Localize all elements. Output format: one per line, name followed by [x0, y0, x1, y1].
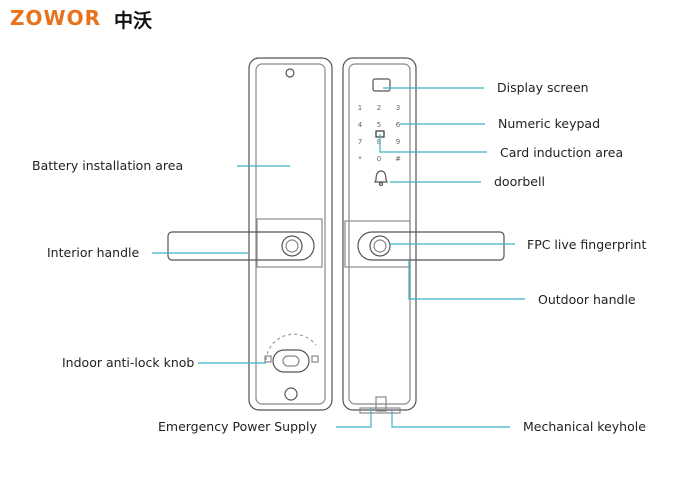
- indoor-handle-base: [256, 218, 323, 268]
- key: 4: [358, 121, 363, 129]
- bottom-cap: [359, 407, 401, 414]
- anti-lock-arc: [265, 333, 317, 361]
- emergency-port: [284, 387, 298, 401]
- indoor-panel-inner: [255, 63, 326, 405]
- label-interior-handle: Interior handle: [47, 245, 140, 260]
- label-doorbell: doorbell: [494, 174, 545, 189]
- key: 8: [377, 138, 381, 146]
- display-screen: [372, 78, 391, 92]
- callout-outdoor: [408, 260, 525, 300]
- callout-card: [379, 134, 487, 153]
- label-emergency: Emergency Power Supply: [158, 419, 317, 434]
- label-keypad: Numeric keypad: [498, 116, 601, 131]
- callout-emergency: [336, 408, 372, 428]
- indoor-top-hole: [285, 68, 295, 78]
- key: 6: [396, 121, 401, 129]
- brand-logo: ZOWOR: [10, 6, 101, 30]
- brand-logo-cn: 中沃: [114, 10, 153, 32]
- key: 0: [377, 155, 381, 163]
- bell-icon: [374, 170, 388, 183]
- label-battery: Battery installation area: [32, 158, 184, 173]
- key: 2: [377, 104, 381, 112]
- label-card: Card induction area: [500, 145, 624, 160]
- key: 3: [396, 104, 400, 112]
- label-keyhole: Mechanical keyhole: [523, 419, 646, 434]
- outdoor-handle: [357, 231, 505, 261]
- label-display: Display screen: [497, 80, 589, 95]
- key: 7: [358, 138, 362, 146]
- key: 9: [396, 138, 400, 146]
- keyhole: [375, 396, 387, 412]
- label-fpc: FPC live fingerprint: [527, 237, 647, 252]
- key: 5: [377, 121, 381, 129]
- key: 1: [358, 104, 362, 112]
- interior-handle: [167, 231, 315, 261]
- interior-handle-knob: [281, 235, 303, 257]
- key: *: [358, 155, 362, 163]
- indoor-panel: [248, 57, 333, 411]
- label-outdoor: Outdoor handle: [538, 292, 636, 307]
- fingerprint-sensor: [369, 235, 391, 257]
- outdoor-panel-inner: [348, 63, 411, 405]
- anti-lock-knob: [272, 349, 310, 373]
- callout-keyhole: [391, 411, 510, 428]
- label-anti-lock: Indoor anti-lock knob: [62, 355, 195, 370]
- outdoor-panel: [342, 57, 417, 411]
- key: #: [395, 155, 401, 163]
